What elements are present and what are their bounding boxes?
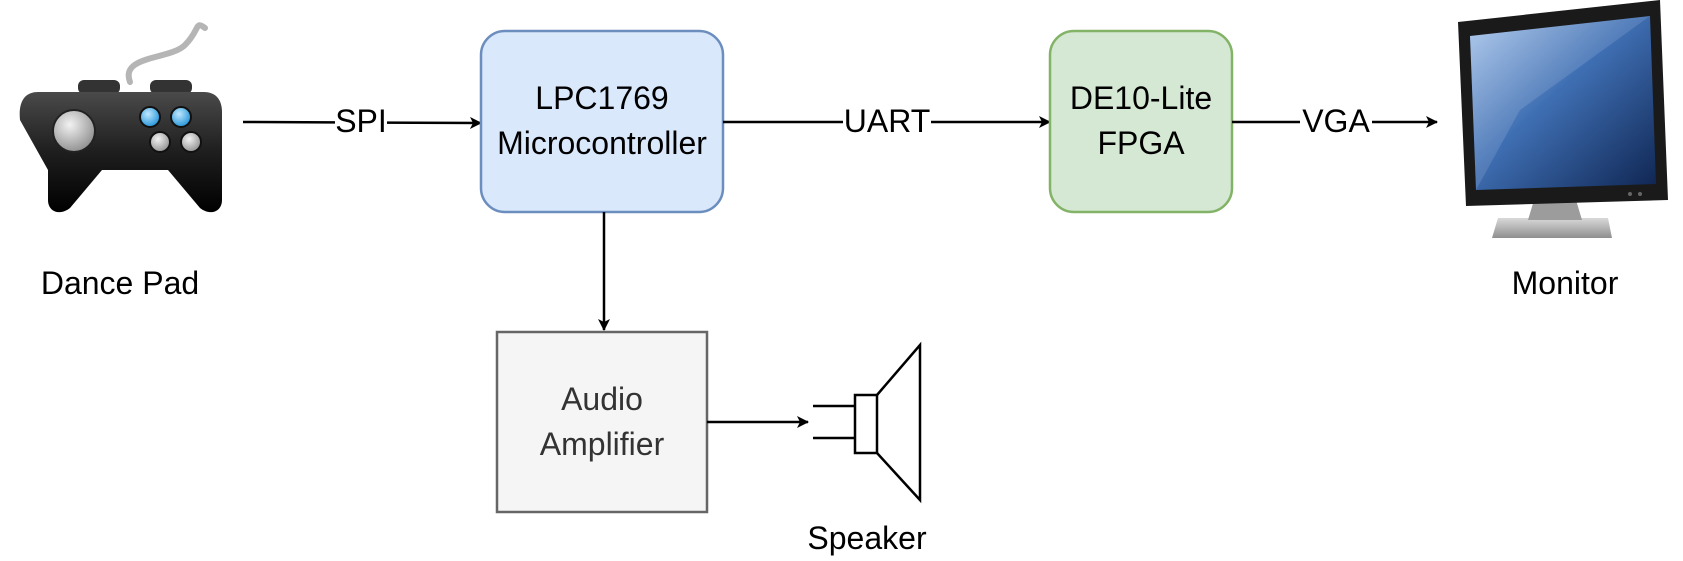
monitor-node: Monitor	[1458, 0, 1668, 301]
fpga-line1: DE10-Lite	[1070, 80, 1212, 116]
dance-pad-label: Dance Pad	[41, 265, 199, 301]
edge-vga: VGA	[1232, 103, 1438, 139]
audio-amplifier-node: Audio Amplifier	[495, 330, 709, 514]
dance-pad-node: Dance Pad	[19, 22, 223, 301]
fpga-line2: FPGA	[1097, 125, 1185, 161]
fpga-node: DE10-Lite FPGA	[1048, 29, 1234, 214]
edge-spi: SPI	[242, 103, 482, 139]
speaker-node: Speaker	[807, 341, 927, 556]
monitor-icon	[1458, 0, 1668, 238]
audio-amplifier-box	[495, 330, 709, 514]
microcontroller-line1: LPC1769	[535, 80, 668, 116]
microcontroller-line2: Microcontroller	[497, 125, 707, 161]
monitor-label: Monitor	[1512, 265, 1619, 301]
audio-amplifier-line1: Audio	[561, 381, 643, 417]
microcontroller-box	[479, 29, 725, 214]
edge-label-spi: SPI	[335, 103, 387, 139]
audio-amplifier-line2: Amplifier	[540, 426, 665, 462]
gamepad-icon	[19, 22, 223, 213]
speaker-label: Speaker	[807, 520, 927, 556]
edge-uart: UART	[723, 103, 1051, 139]
fpga-box	[1048, 29, 1234, 214]
edge-label-vga: VGA	[1302, 103, 1370, 139]
edge-label-uart: UART	[844, 103, 931, 139]
speaker-icon	[813, 341, 922, 504]
microcontroller-node: LPC1769 Microcontroller	[479, 29, 725, 214]
